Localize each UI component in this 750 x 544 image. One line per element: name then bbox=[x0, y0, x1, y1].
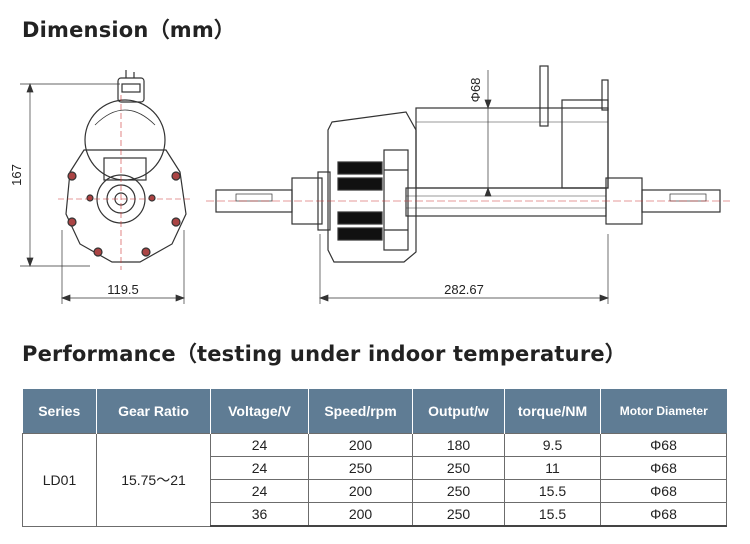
diameter-cell: Φ68 bbox=[600, 502, 727, 527]
header-series: Series bbox=[22, 389, 97, 434]
table-header-row: Series Gear Ratio Voltage/V Speed/rpm Ou… bbox=[22, 389, 727, 434]
torque-cell: 15.5 bbox=[504, 502, 601, 527]
performance-title: Performance（testing under indoor tempera… bbox=[22, 342, 627, 366]
speed-cell: 200 bbox=[308, 433, 413, 457]
torque-cell: 9.5 bbox=[504, 433, 601, 457]
diameter-label: Φ68 bbox=[468, 78, 483, 103]
voltage-cell: 24 bbox=[210, 456, 309, 480]
end-view-dimensions bbox=[20, 83, 185, 304]
series-cell: LD01 bbox=[22, 433, 97, 527]
table-row: 36 200 250 15.5 Φ68 bbox=[23, 502, 727, 527]
side-view-dimensions bbox=[319, 70, 609, 304]
voltage-cell: 36 bbox=[210, 502, 309, 527]
length-label: 282.67 bbox=[444, 282, 484, 297]
header-output: Output/w bbox=[412, 389, 505, 434]
side-view bbox=[206, 65, 730, 263]
end-view bbox=[58, 70, 192, 270]
header-torque: torque/NM bbox=[504, 389, 601, 434]
torque-cell: 11 bbox=[504, 456, 601, 480]
table-row: 24 250 250 11 Φ68 bbox=[23, 456, 727, 480]
table-row: 24 200 250 15.5 Φ68 bbox=[23, 479, 727, 503]
header-voltage: Voltage/V bbox=[210, 389, 309, 434]
performance-table: Series Gear Ratio Voltage/V Speed/rpm Ou… bbox=[22, 389, 727, 527]
speed-cell: 200 bbox=[308, 502, 413, 527]
speed-cell: 200 bbox=[308, 479, 413, 503]
output-cell: 250 bbox=[412, 456, 505, 480]
gear-ratio-cell: 15.75～21 bbox=[96, 433, 211, 527]
output-cell: 250 bbox=[412, 502, 505, 527]
height-label: 167 bbox=[9, 164, 24, 186]
table-row: LD01 15.75～21 24 200 180 9.5 Φ68 bbox=[22, 433, 727, 527]
diameter-cell: Φ68 bbox=[600, 479, 727, 503]
diameter-cell: Φ68 bbox=[600, 456, 727, 480]
header-speed: Speed/rpm bbox=[308, 389, 413, 434]
torque-cell: 15.5 bbox=[504, 479, 601, 503]
output-cell: 250 bbox=[412, 479, 505, 503]
output-cell: 180 bbox=[412, 433, 505, 457]
dimension-drawing: 167 119.5 bbox=[9, 65, 730, 304]
width-label: 119.5 bbox=[107, 282, 139, 297]
diameter-cell: Φ68 bbox=[600, 433, 727, 457]
voltage-cell: 24 bbox=[210, 433, 309, 457]
header-motor-diameter: Motor Diameter bbox=[600, 389, 727, 434]
dimension-title: Dimension（mm） bbox=[22, 18, 236, 42]
header-gear-ratio: Gear Ratio bbox=[96, 389, 211, 434]
voltage-cell: 24 bbox=[210, 479, 309, 503]
speed-cell: 250 bbox=[308, 456, 413, 480]
